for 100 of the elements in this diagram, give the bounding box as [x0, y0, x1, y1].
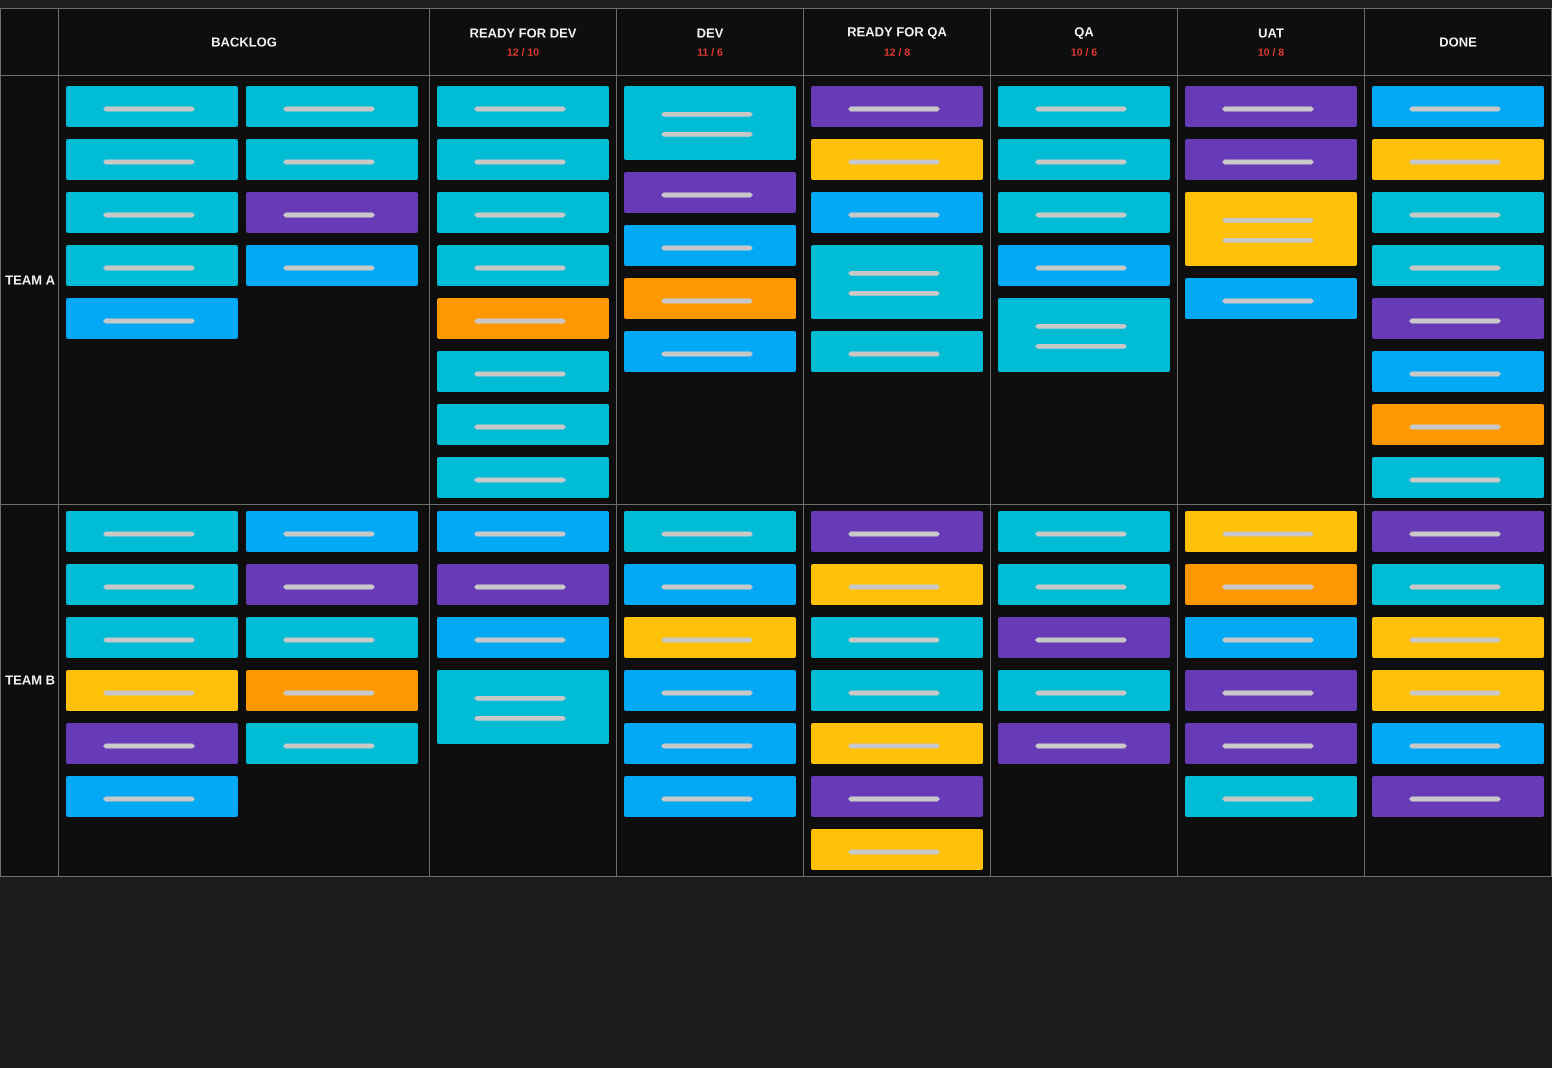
task-card [1372, 776, 1544, 817]
wip-count: 11 / 6 [697, 48, 723, 56]
task-card [624, 172, 796, 213]
task-card [66, 617, 238, 658]
task-card [246, 617, 418, 658]
task-card [1185, 670, 1357, 711]
wip-count: 10 / 6 [1071, 48, 1097, 56]
task-card [624, 225, 796, 266]
task-card [1372, 139, 1544, 180]
task-card [998, 617, 1170, 658]
wip-count: 12 / 8 [884, 48, 910, 56]
task-card [998, 86, 1170, 127]
task-card [1185, 723, 1357, 764]
task-card [624, 86, 796, 160]
task-card [998, 245, 1170, 286]
task-card [437, 511, 609, 552]
task-card [1372, 723, 1544, 764]
task-card [66, 511, 238, 552]
task-card [437, 457, 609, 498]
task-card [624, 776, 796, 817]
task-card [1185, 511, 1357, 552]
wip-count: 10 / 8 [1258, 48, 1284, 56]
task-card [1372, 617, 1544, 658]
task-card [246, 723, 418, 764]
task-card [437, 298, 609, 339]
task-card [66, 298, 238, 339]
task-card [437, 192, 609, 233]
task-card [1185, 564, 1357, 605]
task-card [624, 617, 796, 658]
task-card [437, 139, 609, 180]
task-card [1372, 564, 1544, 605]
column-header: READY FOR DEV [470, 28, 577, 38]
task-card [624, 331, 796, 372]
column-header: BACKLOG [212, 37, 277, 47]
task-card [437, 351, 609, 392]
task-card [66, 245, 238, 286]
task-card [1185, 192, 1357, 266]
task-card [1185, 776, 1357, 817]
task-card [811, 723, 983, 764]
task-card [437, 245, 609, 286]
task-card [437, 404, 609, 445]
task-card [998, 564, 1170, 605]
task-card [1372, 670, 1544, 711]
task-card [1185, 278, 1357, 319]
task-card [811, 776, 983, 817]
column-header: DONE [1440, 37, 1477, 47]
task-card [246, 245, 418, 286]
task-card [1372, 192, 1544, 233]
task-card [811, 245, 983, 319]
task-card [246, 139, 418, 180]
column-header: READY FOR QA [848, 27, 947, 39]
task-card [998, 192, 1170, 233]
task-card [811, 511, 983, 552]
task-card [811, 331, 983, 372]
task-card [437, 670, 609, 744]
task-card [437, 617, 609, 658]
task-card [998, 723, 1170, 764]
task-card [1185, 139, 1357, 180]
task-card [437, 564, 609, 605]
task-card [811, 192, 983, 233]
task-card [1372, 245, 1544, 286]
wip-count: 12 / 10 [507, 48, 539, 56]
task-card [811, 829, 983, 870]
task-card [246, 86, 418, 127]
task-card [1185, 617, 1357, 658]
task-card [437, 86, 609, 127]
task-card [624, 278, 796, 319]
lane-label: TEAM A [5, 275, 55, 285]
task-card [998, 511, 1170, 552]
task-card [1372, 86, 1544, 127]
task-card [624, 670, 796, 711]
task-card [66, 192, 238, 233]
column-header: UAT [1258, 28, 1284, 38]
task-card [811, 670, 983, 711]
task-card [66, 564, 238, 605]
column-header: QA [1074, 27, 1094, 39]
task-card [246, 564, 418, 605]
task-card [811, 139, 983, 180]
task-card [246, 511, 418, 552]
task-card [246, 670, 418, 711]
task-card [66, 86, 238, 127]
task-card [624, 564, 796, 605]
task-card [66, 670, 238, 711]
task-card [624, 723, 796, 764]
task-card [66, 723, 238, 764]
lane-label: TEAM B [5, 675, 55, 685]
task-card [811, 564, 983, 605]
task-card [811, 617, 983, 658]
task-card [1372, 404, 1544, 445]
task-card [811, 86, 983, 127]
task-card [998, 139, 1170, 180]
task-card [998, 298, 1170, 372]
task-card [1372, 457, 1544, 498]
task-card [66, 776, 238, 817]
task-card [1185, 86, 1357, 127]
column-header: DEV [697, 28, 724, 38]
task-card [998, 670, 1170, 711]
task-card [624, 511, 796, 552]
task-card [1372, 511, 1544, 552]
task-card [66, 139, 238, 180]
